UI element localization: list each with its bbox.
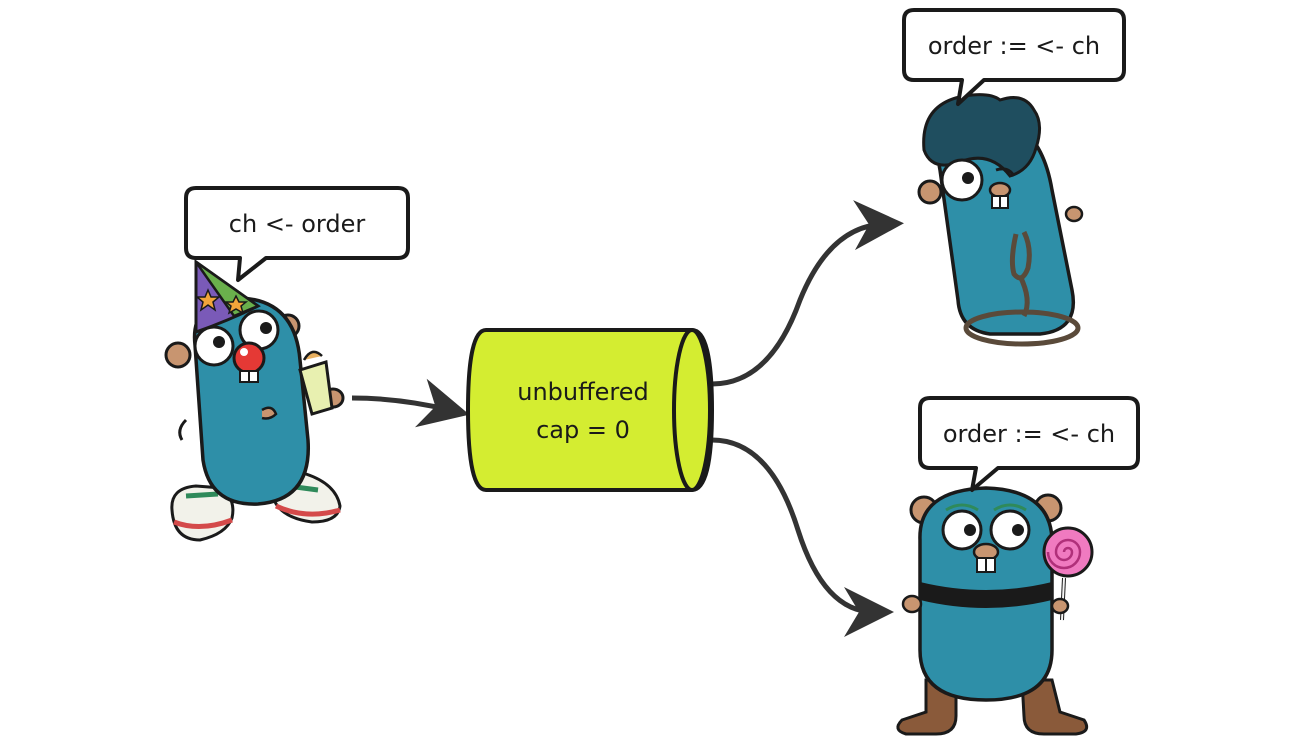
channel-label-line1: unbuffered bbox=[517, 378, 649, 406]
receiver-bottom-speech-bubble: order := <- ch bbox=[918, 396, 1140, 492]
lollipop-icon bbox=[1042, 526, 1094, 621]
party-hat-icon bbox=[194, 259, 261, 335]
unbuffered-channel: unbuffered cap = 0 bbox=[465, 328, 715, 492]
party-gopher-icon bbox=[164, 259, 345, 542]
lollipop-gopher-icon bbox=[896, 486, 1094, 736]
cowboy-boots-icon bbox=[896, 678, 1089, 736]
receiver-top-speech-bubble: order := <- ch bbox=[902, 8, 1126, 106]
cowboy-gopher-icon bbox=[917, 93, 1084, 347]
receive-arrow-bottom bbox=[711, 437, 894, 637]
receive-arrow-top bbox=[711, 200, 904, 387]
lasso-icon bbox=[963, 230, 1081, 347]
sender-code-text: ch <- order bbox=[229, 210, 366, 238]
sender-speech-bubble: ch <- order bbox=[184, 186, 410, 282]
receiver-top-code-text: order := <- ch bbox=[928, 32, 1100, 60]
channel-label-line2: cap = 0 bbox=[536, 416, 630, 444]
receiver-bottom-code-text: order := <- ch bbox=[943, 420, 1115, 448]
send-arrow bbox=[351, 378, 470, 428]
